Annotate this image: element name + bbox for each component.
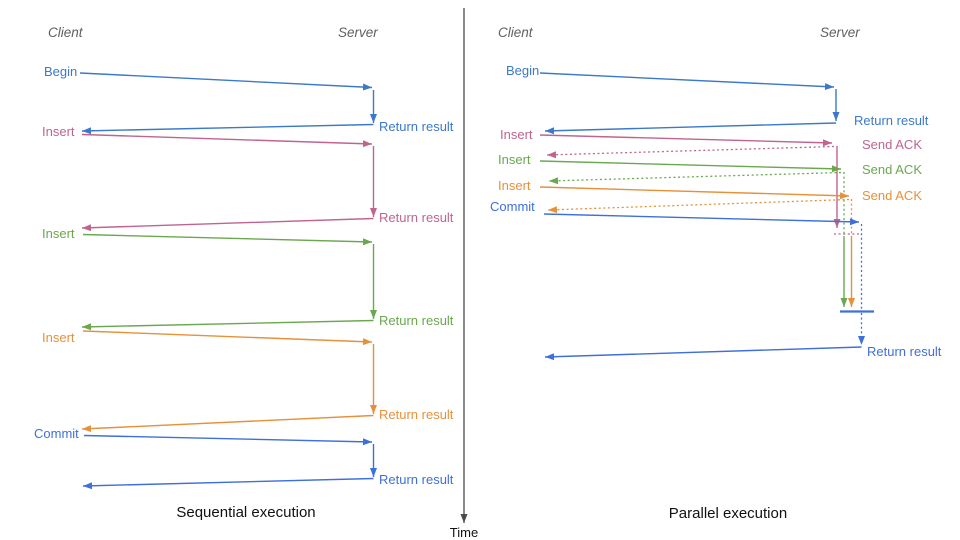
seq-insert1-request-line (81, 133, 373, 148)
par-insert3-request-line (539, 186, 850, 200)
par-insert3-ack-line (547, 198, 850, 214)
par-commit-request-line (543, 213, 860, 226)
par-insert1-label: Insert (500, 127, 533, 142)
seq-insert1-result-label: Return result (379, 210, 454, 225)
seq-begin-request-line (79, 72, 373, 91)
seq-commit-request-line (83, 434, 373, 446)
par-title: Parallel execution (669, 505, 787, 522)
seq-insert2-return-line (81, 319, 374, 331)
seq-insert2-label: Insert (42, 226, 75, 241)
seq-insert2-result-label: Return result (379, 313, 454, 328)
par-server-header: Server (820, 25, 860, 40)
parallel-panel: Client Server Begin Return result Insert… (490, 25, 942, 522)
seq-insert1-return-line (81, 217, 374, 232)
seq-client-header: Client (48, 25, 84, 40)
par-client-header: Client (498, 25, 534, 40)
par-insert2-request-line (539, 160, 842, 173)
par-insert2-ack-label: Send ACK (862, 162, 922, 177)
par-begin-label: Begin (506, 63, 539, 78)
par-commit-return-line (544, 346, 862, 361)
par-insert2-label: Insert (498, 152, 531, 167)
sequential-panel: Client Server Begin Return result Insert… (34, 25, 454, 521)
par-commit-label: Commit (490, 199, 535, 214)
seq-begin-return-line (81, 123, 374, 135)
par-insert3-label: Insert (498, 178, 531, 193)
par-begin-return-line (544, 122, 837, 135)
seq-insert1-label: Insert (42, 124, 75, 139)
seq-insert3-request-line (82, 330, 373, 346)
seq-insert3-result-label: Return result (379, 407, 454, 422)
seq-commit-label: Commit (34, 426, 79, 441)
seq-insert2-request-line (82, 233, 373, 246)
par-insert2-ack-line (548, 171, 842, 185)
seq-begin-label: Begin (44, 64, 77, 79)
par-insert1-ack-label: Send ACK (862, 137, 922, 152)
par-begin-request-line (539, 72, 835, 91)
seq-commit-return-line (82, 477, 374, 490)
seq-insert3-label: Insert (42, 330, 75, 345)
seq-begin-result-label: Return result (379, 119, 454, 134)
seq-commit-result-label: Return result (379, 472, 454, 487)
time-axis-label: Time (450, 525, 478, 540)
par-insert1-request-line (539, 134, 833, 147)
seq-server-header: Server (338, 25, 378, 40)
par-insert1-ack-line (546, 145, 835, 159)
seq-insert3-return-line (81, 414, 374, 433)
par-commit-result-label: Return result (867, 344, 942, 359)
par-insert3-ack-label: Send ACK (862, 188, 922, 203)
par-begin-result-label: Return result (854, 113, 929, 128)
seq-title: Sequential execution (176, 504, 315, 521)
